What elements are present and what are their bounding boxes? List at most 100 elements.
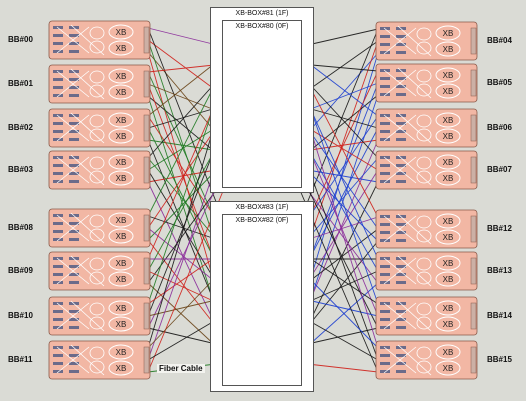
cpu-pin (396, 172, 406, 175)
cpu-pin (380, 354, 390, 357)
cpu-pin (380, 231, 390, 234)
cpu-circle (416, 257, 432, 271)
xb-label: XB (116, 116, 127, 125)
xb-port-upper (108, 112, 134, 128)
cpu-pin (69, 310, 79, 313)
cpu-pin (53, 302, 63, 305)
xb-label: XB (443, 259, 454, 268)
xb-label: XB (443, 116, 454, 125)
card-trace (56, 112, 105, 144)
card-trace (383, 344, 432, 376)
xb-port-lower (435, 170, 461, 186)
xb-label: XB (116, 132, 127, 141)
xb-port-lower (108, 271, 134, 287)
cpu-pin (69, 370, 79, 373)
xb-label: XB (443, 71, 454, 80)
cpu-pin (396, 231, 406, 234)
card-connector (470, 215, 477, 243)
cpu-pin (69, 130, 79, 133)
cpu-pin (396, 43, 406, 46)
xb-port-upper (108, 24, 134, 40)
cpu-pin (69, 114, 79, 117)
xb-label: XB (116, 174, 127, 183)
cpu-pin (53, 230, 63, 233)
card-connector (470, 346, 477, 374)
cpu-pin (380, 51, 390, 54)
cpu-pin (53, 318, 63, 321)
xb-box-82: XB-BOX#82 (0F) (222, 214, 302, 386)
cpu-pin (396, 130, 406, 133)
cpu-circle (89, 316, 105, 330)
bb-label-left: BB#11 (8, 355, 33, 364)
cpu-pin (53, 122, 63, 125)
xb-port-lower (108, 128, 134, 144)
xb-label: XB (443, 87, 454, 96)
cpu-pin (53, 310, 63, 313)
card-trace (383, 300, 432, 332)
bb-card-left-0: XB XB (48, 20, 151, 60)
bb-label-left: BB#08 (8, 223, 33, 232)
cpu-pin (53, 34, 63, 37)
cpu-pin (380, 43, 390, 46)
cpu-pin (396, 354, 406, 357)
xb-label: XB (116, 28, 127, 37)
xb-label: XB (443, 217, 454, 226)
xb-label: XB (116, 275, 127, 284)
cpu-pin (53, 130, 63, 133)
card-connector (470, 156, 477, 184)
card-connector (470, 69, 477, 97)
xb-label: XB (443, 304, 454, 313)
bb-label-left: BB#03 (8, 165, 33, 174)
cpu-pin (69, 50, 79, 53)
cpu-pin (380, 310, 390, 313)
xb-label: XB (116, 44, 127, 53)
xb-port-upper (108, 154, 134, 170)
cpu-pin (380, 223, 390, 226)
cpu-pin (69, 273, 79, 276)
cpu-pin (396, 85, 406, 88)
bb-label-right: BB#13 (487, 266, 512, 275)
xb-box-82-title: XB-BOX#82 (0F) (235, 217, 289, 224)
cpu-pin (396, 35, 406, 38)
cpu-pin (396, 239, 406, 242)
bb-card-left-5: XB XB (48, 251, 151, 291)
cpu-pin (53, 257, 63, 260)
cpu-pin (380, 215, 390, 218)
cpu-pin (396, 223, 406, 226)
cpu-pin (53, 78, 63, 81)
cpu-pin (380, 370, 390, 373)
cpu-pin (396, 122, 406, 125)
card-trace (56, 212, 105, 244)
cpu-pin (69, 354, 79, 357)
card-trace (56, 300, 105, 332)
xb-port-lower (435, 83, 461, 99)
xb-port-upper (108, 255, 134, 271)
card-connector (470, 302, 477, 330)
cpu-pin (69, 138, 79, 141)
cpu-circle (89, 271, 105, 285)
cpu-circle (416, 156, 432, 170)
xb-box-80: XB-BOX#80 (0F) (222, 20, 302, 188)
cpu-circle (416, 170, 432, 184)
cpu-pin (53, 50, 63, 53)
card-trace (56, 154, 105, 186)
cpu-pin (69, 265, 79, 268)
cpu-pin (53, 26, 63, 29)
cpu-pin (69, 78, 79, 81)
cpu-pin (380, 172, 390, 175)
cpu-pin (69, 257, 79, 260)
cpu-circle (89, 170, 105, 184)
cpu-pin (380, 257, 390, 260)
xb-port-lower (108, 170, 134, 186)
cpu-pin (53, 42, 63, 45)
card-trace (383, 112, 432, 144)
cpu-pin (53, 273, 63, 276)
xb-label: XB (116, 158, 127, 167)
bb-label-right: BB#15 (487, 355, 512, 364)
cpu-circle (416, 114, 432, 128)
cpu-pin (396, 69, 406, 72)
xb-label: XB (116, 259, 127, 268)
